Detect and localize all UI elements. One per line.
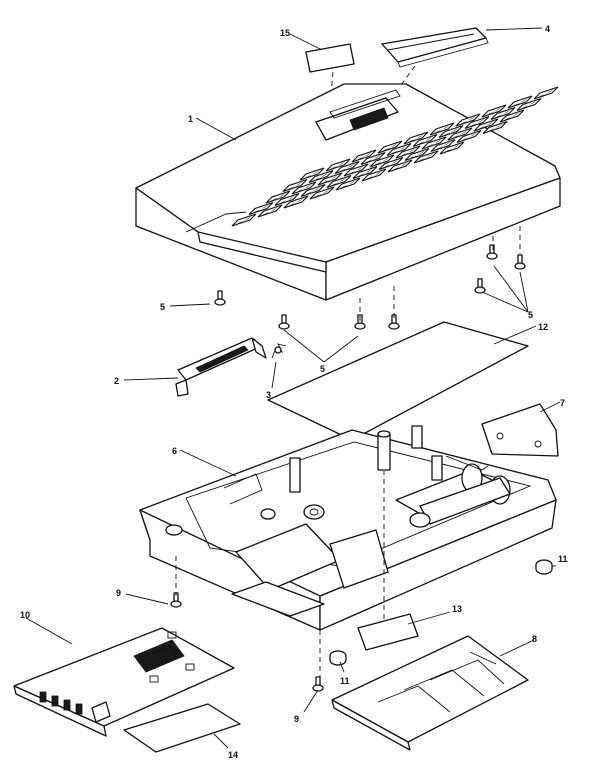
keyboard-key <box>299 167 325 181</box>
callout-5-center: 5 <box>320 364 325 374</box>
keyboard-key <box>361 168 387 182</box>
leader-lines <box>25 27 561 749</box>
keyboard-key <box>499 109 525 123</box>
part-15-label-sheet <box>305 43 355 73</box>
part-6-bottom-case <box>139 425 557 631</box>
keyboard-key <box>248 201 274 216</box>
keyboard-key <box>412 133 438 148</box>
keyboard-key <box>334 160 360 175</box>
part-13-label <box>357 613 419 651</box>
callout-11-right: 11 <box>558 554 568 564</box>
keyboard-key <box>387 159 413 173</box>
keyboard-key <box>377 140 403 154</box>
keyboard-key <box>335 177 361 191</box>
part-7-side-plate <box>481 403 559 457</box>
callout-5-left: 5 <box>160 302 165 312</box>
keyboard-key <box>473 118 499 132</box>
keyboard-key <box>429 122 455 136</box>
screw <box>170 592 182 608</box>
callout-6: 6 <box>172 446 177 456</box>
keyboard-key <box>421 136 447 150</box>
keyboard-key <box>257 204 283 218</box>
keyboard-key <box>343 163 369 177</box>
keyboard-key <box>283 195 309 209</box>
callout-11-center: 11 <box>340 676 350 686</box>
screw <box>214 290 226 306</box>
keyboard-key <box>430 138 456 153</box>
part-11-foot-center <box>329 650 347 666</box>
keyboard-key <box>231 213 257 227</box>
keyboard-key <box>309 186 335 200</box>
keyboard-key <box>325 158 351 172</box>
part-3-spring <box>271 343 287 359</box>
callout-9-bottom: 9 <box>294 714 299 724</box>
keyboard-key <box>352 165 378 180</box>
part-11-foot-right <box>535 559 553 575</box>
keyboard-key <box>291 181 317 195</box>
callout-9-left: 9 <box>116 588 121 598</box>
keyboard-key <box>507 95 533 109</box>
keyboard-key <box>378 156 404 171</box>
keyboard-key <box>455 113 481 127</box>
keyboard-key <box>533 86 559 100</box>
keyboard-key <box>464 115 490 130</box>
keyboard-key <box>438 124 464 139</box>
keyboard-key <box>369 154 395 168</box>
keyboard-key <box>274 192 300 207</box>
keyboard-key <box>403 131 429 145</box>
callout-13: 13 <box>452 604 462 614</box>
part-14-sheet <box>123 703 241 753</box>
keyboard-key <box>282 178 308 193</box>
part-12-insulation-sheet <box>267 321 529 441</box>
part-2-bracket <box>175 337 267 397</box>
screw <box>486 244 498 260</box>
keyboard-key <box>404 147 430 162</box>
part-10-base-plate <box>13 627 235 737</box>
screws-group <box>170 244 526 692</box>
keyboard-key <box>490 106 516 121</box>
callout-3: 3 <box>266 390 271 400</box>
keyboard-keys <box>231 86 559 227</box>
keyboard-key <box>456 129 482 144</box>
keyboard-key <box>317 172 343 186</box>
screw <box>278 314 290 330</box>
keyboard-key <box>360 151 386 166</box>
keyboard-key <box>265 190 291 204</box>
keyboard-key <box>439 141 465 155</box>
callout-8: 8 <box>532 634 537 644</box>
screw <box>474 278 486 294</box>
keyboard-key <box>481 104 507 118</box>
callout-10: 10 <box>20 610 30 620</box>
keyboard-key <box>447 127 473 141</box>
keyboard-key <box>482 120 508 135</box>
callout-2: 2 <box>114 376 119 386</box>
keyboard-key <box>326 174 352 189</box>
keyboard-key <box>308 169 334 184</box>
callout-4: 4 <box>545 24 550 34</box>
callout-12: 12 <box>538 322 548 332</box>
callout-15: 15 <box>280 28 290 38</box>
part-4-battery-cover <box>381 27 489 68</box>
keyboard-key <box>351 149 377 163</box>
callout-14: 14 <box>228 750 238 760</box>
callout-5-right: 5 <box>528 310 533 320</box>
screw <box>312 676 324 692</box>
part-8-access-door <box>331 635 529 751</box>
screw <box>514 254 526 270</box>
keyboard-key <box>300 183 326 198</box>
keyboard-key <box>413 150 439 164</box>
keyboard-key <box>516 97 542 112</box>
keyboard-key <box>386 142 412 157</box>
keyboard-key <box>395 145 421 159</box>
callout-1: 1 <box>188 114 193 124</box>
callout-7: 7 <box>560 398 565 408</box>
